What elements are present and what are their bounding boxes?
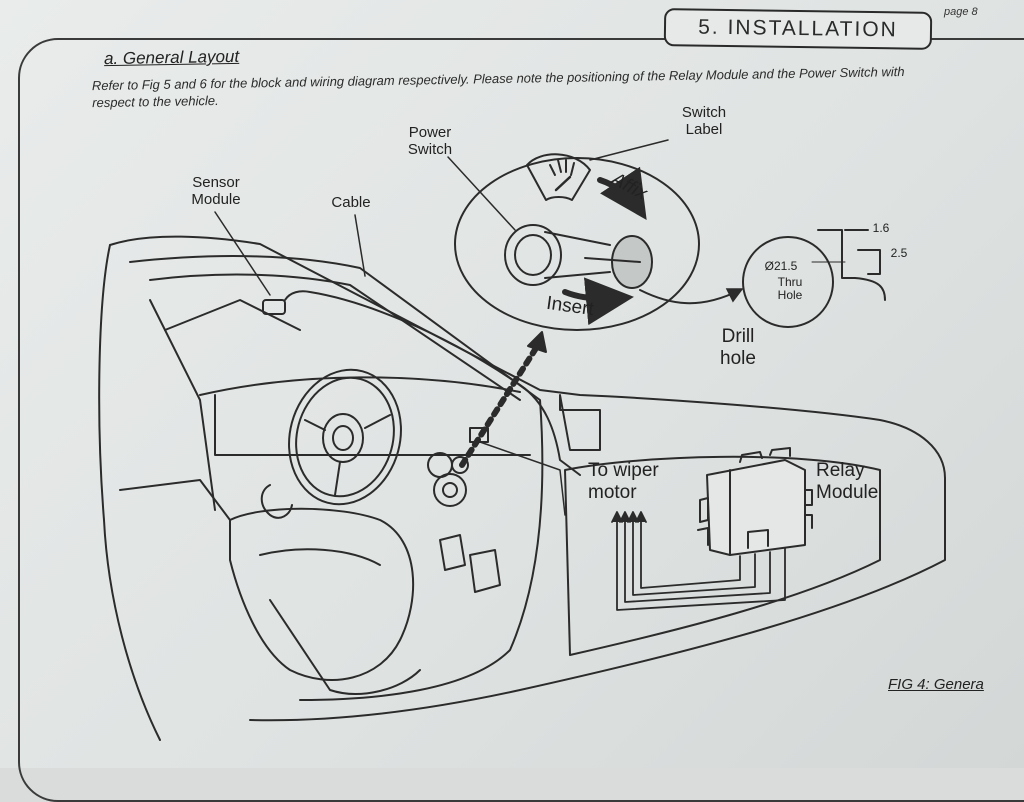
power-switch-knob	[504, 224, 562, 286]
cable-label: Cable	[331, 194, 371, 211]
mounting-hole	[611, 235, 653, 289]
to-wiper-motor-label: To wiper motor	[588, 460, 680, 504]
page-number: page 8	[944, 6, 978, 18]
relay-module-label: Relay Module	[816, 460, 896, 504]
car-interior-outline	[98, 235, 946, 741]
switch-label-text: Switch Label	[681, 104, 727, 138]
switch-label-caption: Switch Label	[672, 104, 736, 138]
steering-wheel	[260, 368, 402, 519]
side-mirror	[559, 394, 601, 451]
relay-module	[697, 447, 813, 556]
power-switch-label: Power Switch	[398, 124, 462, 158]
sensor-module-label: Sensor Module	[180, 174, 252, 208]
thru-hole-text: Thru Hole	[777, 275, 803, 302]
insert-direction-arrow	[459, 331, 547, 468]
relay-module-text: Relay Module	[816, 460, 879, 503]
switch-detail-circle	[447, 139, 744, 331]
dimension-2: 2.5	[890, 246, 908, 260]
driver-seat	[229, 507, 421, 695]
sensor-module	[262, 299, 286, 315]
drill-hole-label: Drill hole	[706, 326, 770, 370]
wiper-motor-wiring	[611, 511, 786, 611]
figure-caption: FIG 4: Genera	[888, 676, 984, 693]
switch-label-icon	[526, 153, 591, 201]
to-wiper-motor-text: To wiper motor	[588, 460, 659, 503]
thru-hole-label: Thru Hole	[768, 276, 812, 302]
sensor-module-cable	[214, 211, 581, 516]
drill-hole-text: Drill hole	[720, 326, 756, 369]
dimension-1: 1.6	[872, 221, 890, 235]
drill-hole-detail	[742, 229, 886, 328]
installation-diagram	[98, 139, 946, 741]
power-switch-text: Power Switch	[407, 124, 453, 158]
sensor-module-text: Sensor Module	[191, 174, 241, 208]
console-switches	[427, 427, 501, 593]
hole-diameter-label: Ø21.5	[764, 259, 798, 273]
